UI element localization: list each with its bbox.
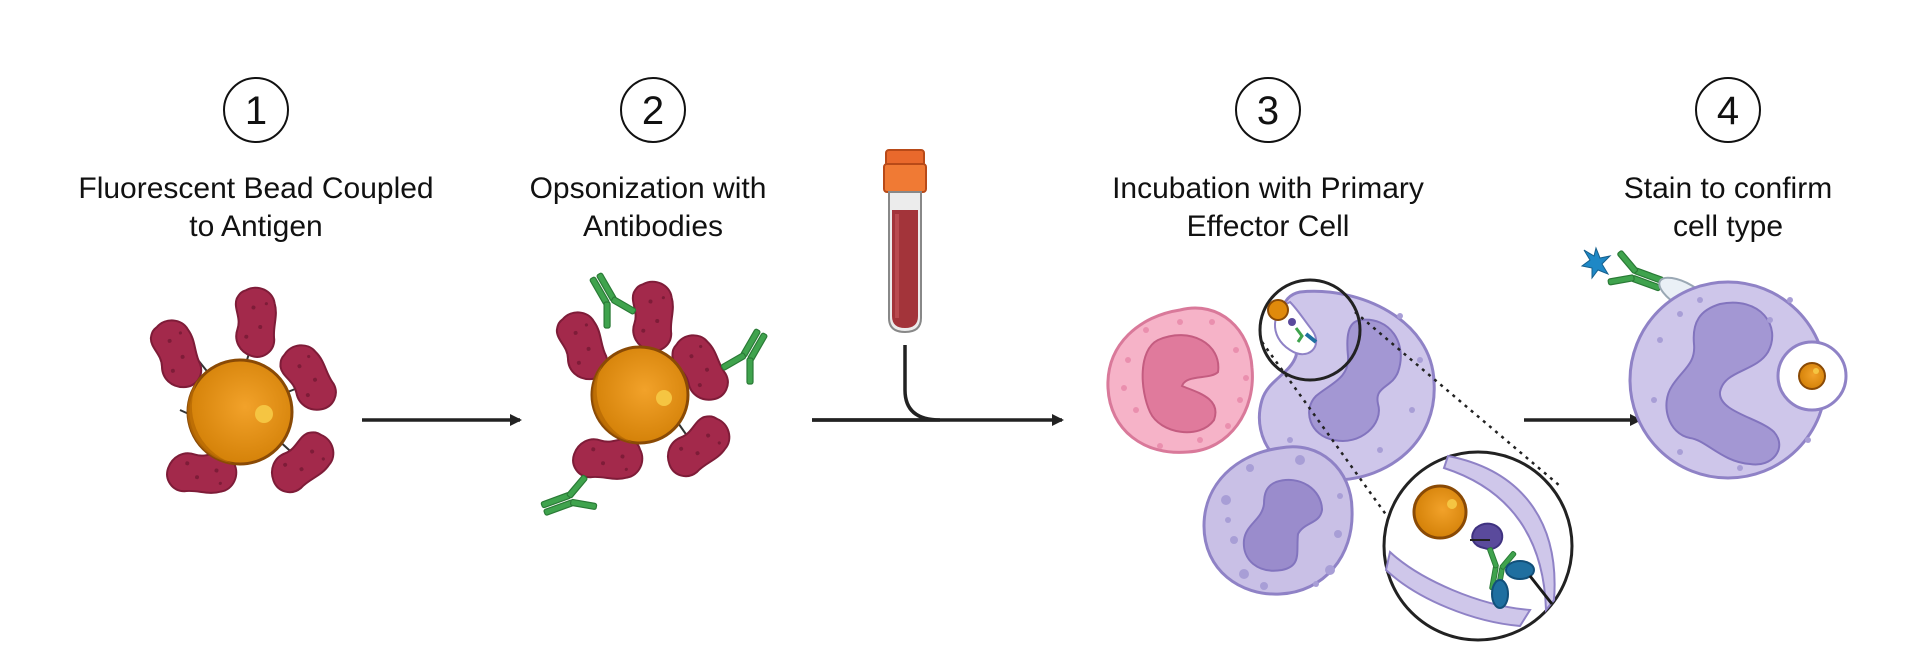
step-number: 1 — [245, 89, 267, 133]
step-number: 4 — [1717, 89, 1739, 133]
zoom-line — [1354, 311, 1561, 487]
antigen-icon — [623, 277, 681, 355]
step-label-line: Antibodies — [583, 210, 723, 243]
antibody-icon — [1605, 248, 1669, 303]
zoom-inset-icon — [1382, 450, 1574, 642]
tube-arrow-curve — [812, 345, 941, 422]
antigen-icon — [147, 315, 205, 393]
stained-effector-cell — [1628, 280, 1848, 480]
neutrophil-icon — [1257, 289, 1436, 482]
bead-antigen-complex — [147, 283, 344, 501]
step-label-line: Stain to confirm — [1624, 172, 1832, 205]
step-1-header: 1 Fluorescent Bead Coupled to Antigen — [78, 77, 434, 243]
step-label-line: cell type — [1673, 210, 1783, 243]
step-label-line: Fluorescent Bead Coupled — [78, 172, 433, 205]
zoom-source-circle — [1258, 278, 1362, 382]
step-label-line: Incubation with Primary — [1112, 172, 1424, 205]
bead-icon — [186, 358, 294, 466]
opsonized-bead-complex — [536, 266, 779, 528]
step-3-header: 3 Incubation with Primary Effector Cell — [1112, 77, 1424, 243]
zoom-line — [1260, 341, 1412, 549]
step-2-header: 2 Opsonization with Antibodies — [530, 77, 767, 243]
step-label-line: Opsonization with — [530, 172, 767, 205]
step-label-line: to Antigen — [189, 210, 322, 243]
step-number: 2 — [642, 89, 664, 133]
step-number: 3 — [1257, 89, 1279, 133]
bead-icon — [590, 345, 690, 445]
basophil-cell — [1202, 445, 1354, 596]
antigen-icon — [226, 283, 284, 361]
step-4-header: 4 Stain to confirm cell type — [1624, 77, 1832, 243]
step-label-line: Effector Cell — [1187, 210, 1350, 243]
eosinophil-cell — [1106, 306, 1254, 454]
antibody-icon — [536, 473, 600, 528]
blood-tube-icon — [883, 149, 927, 334]
